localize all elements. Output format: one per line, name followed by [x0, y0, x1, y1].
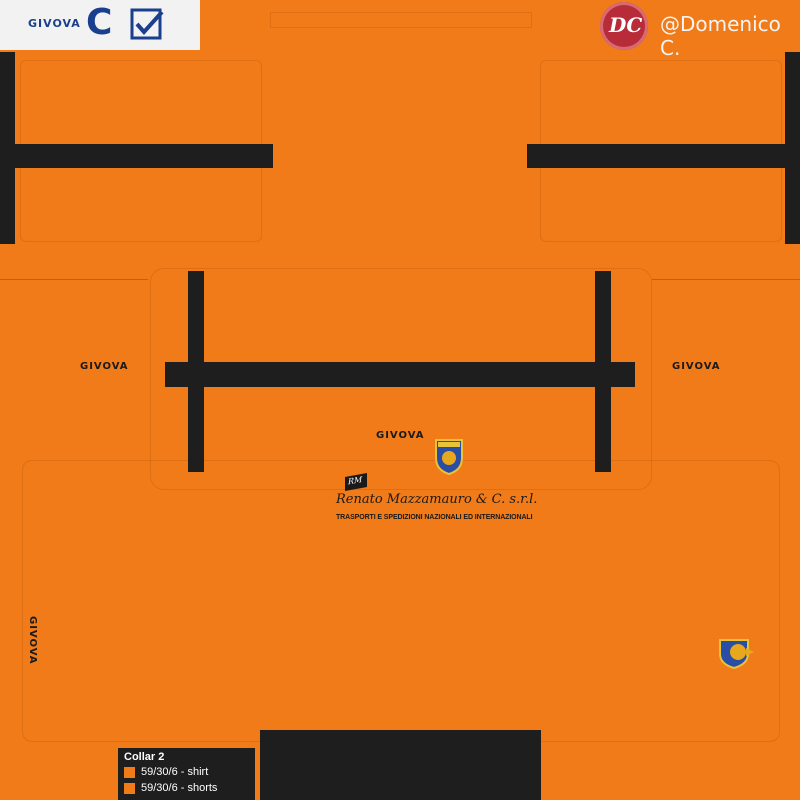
brand-label-right-sleeve: GIVOVA: [672, 361, 721, 372]
legend-label-shorts: 59/30/6 - shorts: [141, 782, 218, 794]
legend-swatch-shirt: [124, 766, 135, 778]
author-initials: DC: [609, 13, 643, 37]
brand-label-shorts: GIVOVA: [27, 616, 38, 665]
sleeve-stripe-left-horizontal: [15, 144, 273, 168]
author-avatar: DC: [600, 2, 648, 50]
club-crest-shorts: [719, 639, 754, 670]
collar-seam-top: [270, 12, 532, 28]
legend-swatch-shorts: [124, 782, 135, 794]
legend-label-shirt: 59/30/6 - shirt: [141, 766, 209, 778]
legend-item-shorts: 59/30/6 - shorts: [118, 780, 255, 796]
checkmark-icon: [130, 8, 164, 40]
author-handle: @Domenico C.: [660, 12, 781, 60]
legend-title: Collar 2: [124, 751, 165, 763]
club-crest-chest: [435, 439, 463, 476]
sleeve-stripe-left-vertical: [0, 52, 15, 244]
brand-label-chest: GIVOVA: [376, 430, 425, 441]
front-body-seam: [150, 268, 652, 490]
sponsor-flag-text: RM: [348, 474, 363, 487]
brand-wordmark: GIVOVA: [28, 17, 81, 30]
sponsor-tagline: TRASPORTI E SPEDIZIONI NAZIONALI ED INTE…: [336, 514, 533, 521]
sponsor-name: Renato Mazzamauro & C. s.r.l.: [336, 492, 538, 507]
shorts-dark-panel: [260, 730, 541, 800]
body-stripe-horizontal: [165, 362, 635, 387]
brand-label-left-sleeve: GIVOVA: [80, 361, 129, 372]
color-legend: Collar 2 59/30/6 - shirt 59/30/6 - short…: [118, 748, 255, 800]
sleeve-stripe-right-horizontal: [527, 144, 785, 168]
brand-header: GIVOVA C: [0, 0, 200, 50]
brand-letter-logo: C: [86, 2, 113, 43]
shoulder-line-left: [0, 279, 148, 280]
shoulder-line-right: [652, 279, 800, 280]
legend-item-shirt: 59/30/6 - shirt: [118, 764, 255, 780]
sleeve-stripe-right-vertical: [785, 52, 800, 244]
